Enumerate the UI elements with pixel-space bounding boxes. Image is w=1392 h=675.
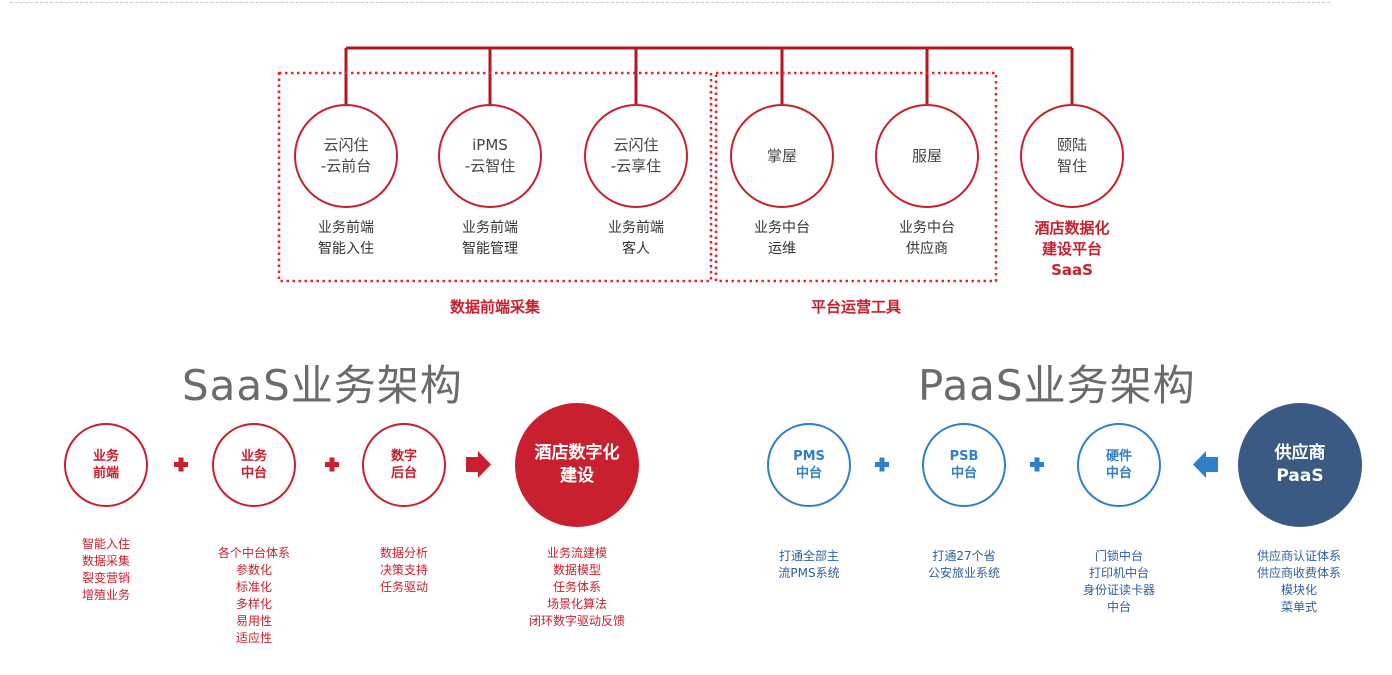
group-label-platform-tools: 平台运营工具 bbox=[810, 298, 901, 316]
saas-title: SaaS业务架构 bbox=[182, 361, 463, 410]
paas-source-node: 供应商 PaaS bbox=[1238, 403, 1362, 527]
paas-node-hardware: 硬件 中台 bbox=[1077, 423, 1161, 507]
arrow-right-icon bbox=[466, 451, 491, 478]
node-circle-ipms: iPMS -云智住 bbox=[438, 104, 542, 208]
node-desc: 业务前端 智能入住 bbox=[318, 220, 374, 257]
paas-title: PaaS业务架构 bbox=[918, 361, 1196, 410]
node-circle-fuwu: 服屋 bbox=[875, 104, 979, 208]
paas-list-psb: 打通27个省 公安旅业系统 bbox=[927, 549, 1000, 580]
node-circle-yunshanzhu-enjoy: 云闪住 -云享住 bbox=[584, 104, 688, 208]
plus-icon bbox=[879, 457, 885, 472]
node-desc: 业务前端 智能管理 bbox=[462, 220, 518, 257]
arrow-left-icon bbox=[1193, 451, 1218, 478]
node-circle-zhangwu: 掌屋 bbox=[730, 104, 834, 208]
top-dashed-divider bbox=[10, 2, 1330, 3]
paas-list-hardware: 门锁中台 打印机中台 身份证读卡器 中台 bbox=[1082, 549, 1155, 614]
group-label-data-frontend: 数据前端采集 bbox=[449, 298, 540, 316]
plus-icon bbox=[329, 457, 335, 472]
paas-node-pms: PMS 中台 bbox=[767, 423, 851, 507]
paas-node-psb: PSB 中台 bbox=[922, 423, 1006, 507]
saas-list-midplatform: 各个中台体系 参数化 标准化 多样化 易用性 适应性 bbox=[217, 546, 290, 645]
node-desc: 业务前端 客人 bbox=[608, 220, 664, 257]
saas-list-result: 业务流建模 数据模型 任务体系 场景化算法 闭环数字驱动反馈 bbox=[528, 546, 625, 628]
paas-list-pms: 打通全部主 流PMS系统 bbox=[778, 549, 840, 580]
paas-list-source: 供应商认证体系 供应商收费体系 模块化 菜单式 bbox=[1256, 549, 1341, 614]
node-circle-yilu: 颐陆 智住 bbox=[1020, 104, 1124, 208]
node-desc: 业务中台 运维 bbox=[754, 220, 810, 257]
node-desc: 业务中台 供应商 bbox=[899, 220, 955, 257]
node-circle-yunshanzhu-front: 云闪住 -云前台 bbox=[294, 104, 398, 208]
saas-node-midplatform: 业务 中台 bbox=[212, 423, 296, 507]
group-box-platform-tools bbox=[714, 71, 998, 283]
saas-list-backend: 数据分析 决策支持 任务驱动 bbox=[379, 546, 428, 594]
saas-list-frontend: 智能入住 数据采集 裂变营销 增殖业务 bbox=[81, 537, 130, 602]
plus-icon bbox=[1034, 457, 1040, 472]
plus-icon bbox=[178, 457, 184, 472]
group-box-data-frontend bbox=[277, 71, 713, 283]
saas-result-node: 酒店数字化 建设 bbox=[515, 403, 639, 527]
saas-node-frontend: 业务 前端 bbox=[64, 423, 148, 507]
saas-node-backend: 数字 后台 bbox=[362, 423, 446, 507]
platform-desc: 酒店数据化 建设平台 SaaS bbox=[1034, 219, 1110, 279]
